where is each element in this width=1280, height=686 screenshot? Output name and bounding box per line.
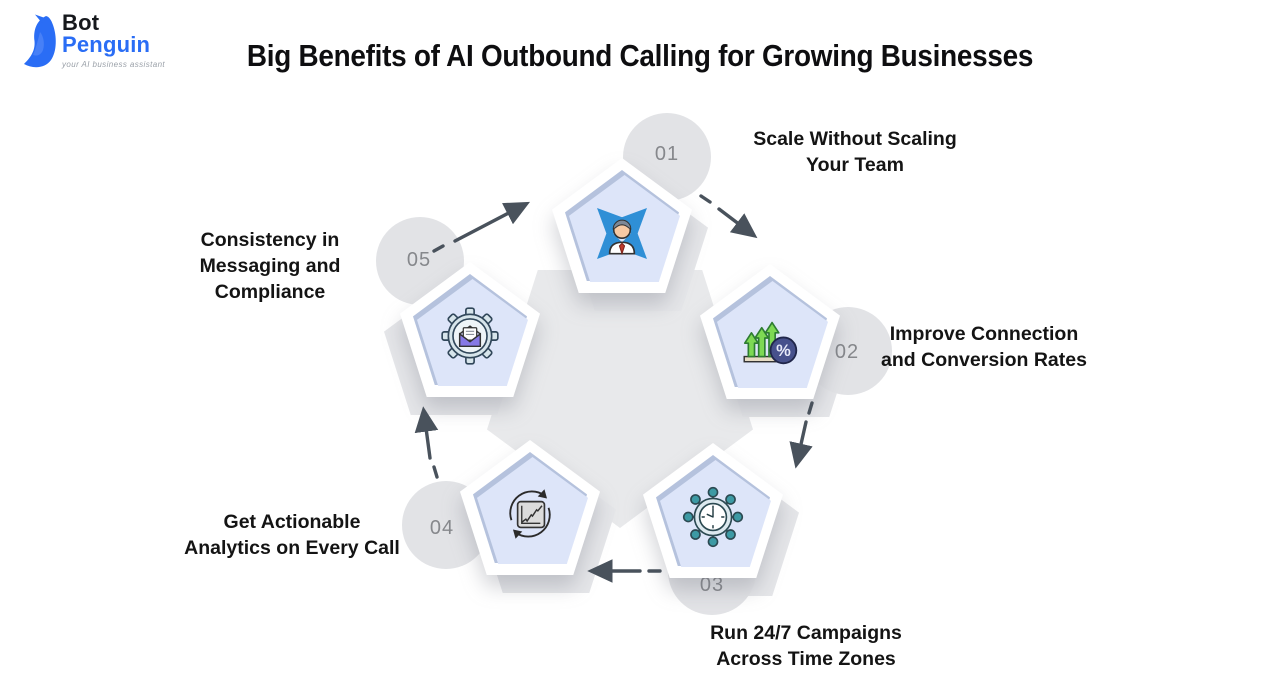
clock-network-icon [682,487,744,548]
flow-arrow-01-to-02 [699,194,758,239]
logo-text: Bot Penguin your AI business assistant [62,10,166,69]
step-number-01: 01 [654,143,680,165]
node-03-white-pentagon [643,443,783,578]
logo-word-bot: Bot [62,10,100,35]
label-actionable-analytics: Get Actionable Analytics on Every Call [152,510,432,562]
step-number-03: 03 [699,574,725,596]
page-title: Big Benefits of AI Outbound Calling for … [246,38,1034,73]
analytics-cycle-chart-icon [509,489,551,539]
botpenguin-logo: Bot Penguin your AI business assistant [16,10,166,70]
label-line: Analytics on Every Call [184,536,400,559]
label-consistency-compliance: Consistency in Messaging and Compliance [160,228,380,306]
label-line: Your Team [806,153,904,176]
label-line: and Conversion Rates [881,348,1087,371]
logo-word-penguin: Penguin [62,32,151,58]
penguin-icon [24,14,56,68]
node-05-consistency [400,262,540,397]
growth-arrows-percent-icon: % [743,321,798,365]
step-number-04: 04 [429,517,455,539]
node-04-analytics [460,440,600,575]
label-scale-team: Scale Without Scaling Your Team [725,127,985,179]
label-line: Get Actionable [223,511,361,533]
label-line: Run 24/7 Campaigns [710,622,902,644]
gear-envelope-icon [441,307,499,365]
label-line: Compliance [214,280,326,303]
label-line: Messaging and [199,254,341,277]
node-01-scale [552,158,692,293]
node-02-white-pentagon: % [700,264,840,399]
label-line: Consistency in [200,229,340,251]
node-04-white-pentagon [460,440,600,575]
flow-arrow-04-to-05 [414,406,439,479]
label-conversion-rates: Improve Connection and Conversion Rates [852,322,1116,374]
step-number-05: 05 [406,249,432,271]
step-number-02: 02 [834,341,860,363]
node-01-white-pentagon [552,158,692,293]
node-03-campaigns [643,443,783,578]
logo-tagline: your AI business assistant [62,59,166,69]
node-05-white-pentagon [400,262,540,397]
svg-text:%: % [776,342,791,360]
label-campaigns-timezones: Run 24/7 Campaigns Across Time Zones [666,621,946,673]
node-02-conversion: % [700,264,840,399]
label-line: Scale Without Scaling [753,128,957,150]
label-line: Across Time Zones [716,647,896,670]
label-line: Improve Connection [889,323,1079,345]
expand-person-icon [597,208,647,260]
